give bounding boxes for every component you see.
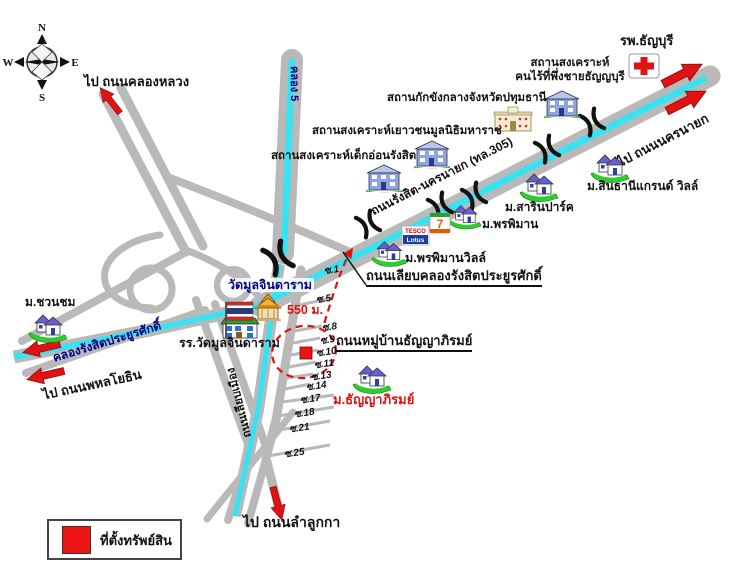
legend-property-square xyxy=(62,526,91,554)
route-distance-label: 550 ม. xyxy=(287,303,324,317)
youth-home-building-icon xyxy=(413,140,451,169)
property-route xyxy=(271,248,353,380)
place-sarin-park: ม.สารินปาร์ค xyxy=(505,200,574,214)
canal-label-khlong-5: คลอง 5 xyxy=(288,66,300,102)
thanyaphirom-house-icon xyxy=(352,365,392,395)
place-phonphiman: ม.พรพิมาน xyxy=(482,217,539,231)
place-homeless-shelter-line1: สถานสงเคราะห์ xyxy=(530,57,610,69)
tesco-logo-text: TESCO xyxy=(405,229,426,235)
place-phonphiman-ville: ม.พรพิมานวิลล์ xyxy=(405,251,487,265)
place-sinthani-grand-ville: ม.สินธานีแกรนด์ วิลล์ xyxy=(587,179,699,193)
thai-flag-icon xyxy=(225,301,254,338)
soi-label-5: ซ.5 xyxy=(315,292,332,307)
property-location-marker xyxy=(299,346,313,360)
direction-to-khlong-luang: ไป ถนนคลองหลวง xyxy=(84,74,190,89)
seven-eleven-icon: 7 xyxy=(429,212,451,234)
route-arrowhead xyxy=(343,248,353,260)
compass-n: N xyxy=(38,22,46,34)
compass-w: W xyxy=(3,57,14,69)
place-thanyaphirom: ม.ธัญญาภิรมย์ xyxy=(333,392,415,407)
lotus-logo-text: Lotus xyxy=(407,237,425,244)
soi-label-1: ซ.1 xyxy=(323,263,340,278)
soi-label-25: ซ.25 xyxy=(283,446,306,461)
legend-box: ที่ตั้งทรัพย์สิน xyxy=(47,519,182,560)
direction-to-lam-luk-ka: ไป ถนนลำลูกกา xyxy=(243,514,341,530)
place-infant-home: สถานสงเคราะห์เด็กอ่อนรังสิต xyxy=(271,150,417,162)
infant-home-building-icon xyxy=(365,164,403,193)
place-youth-home: สถานสงเคราะห์เยาวชนมูลนิธิมหาราช xyxy=(312,125,502,137)
landmark-icons: 7 TESCO Lotus xyxy=(28,53,660,395)
road-label-village-road: ถนนหมู่บ้านธัญญาภิรมย์ xyxy=(336,333,473,352)
place-school-wat-mulchindaram: รร.วัดมูลจินดาราม xyxy=(179,336,280,350)
seven-eleven-logo-text: 7 xyxy=(437,217,444,231)
place-chuanchom: ม.ชวนชม xyxy=(25,295,76,309)
place-detention-center: สถานกักขังกลางจังหวัดปทุมธานี xyxy=(387,92,547,104)
label-pointer-line xyxy=(342,251,367,286)
homeless-shelter-building-icon xyxy=(543,90,581,119)
legend-property-label: ที่ตั้งทรัพย์สิน xyxy=(100,533,172,548)
place-hospital: รพ.ธัญบุรี xyxy=(620,33,674,48)
road-label-liap-khlong-rangsit: ถนนเลียบคลองรังสิตประยูรศักดิ์ xyxy=(366,268,542,287)
compass-rose: N S W E xyxy=(3,22,79,104)
place-wat-mulchindaram: วัดมูลจินดาราม xyxy=(226,278,315,292)
compass-s: S xyxy=(39,92,45,104)
soi-label-21: ซ.21 xyxy=(288,421,311,436)
compass-e: E xyxy=(71,57,78,69)
tesco-lotus-icon: TESCO Lotus xyxy=(401,225,430,246)
place-homeless-shelter-line2: คนไร้ที่พึ่งชายธัญญบุรี xyxy=(515,71,625,83)
